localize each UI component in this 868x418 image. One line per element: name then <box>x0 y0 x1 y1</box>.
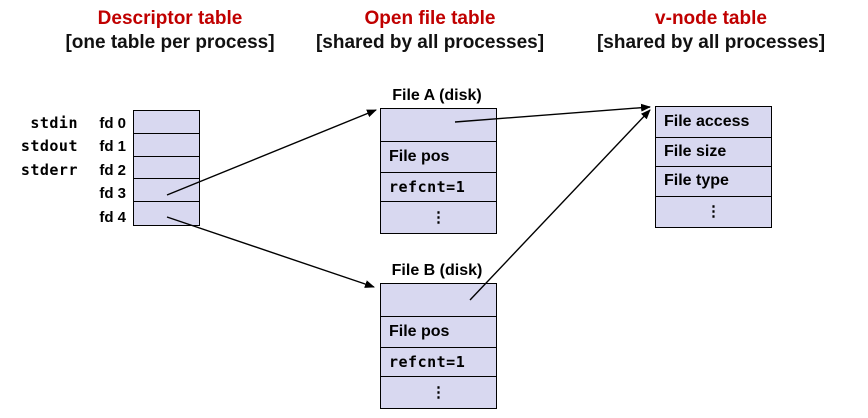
descriptor-table-title: Descriptor table <box>97 8 243 29</box>
descriptor-table-subtitle: [one table per process] <box>65 32 275 53</box>
file-a-refcnt-cell: refcnt=1 <box>381 172 496 202</box>
descriptor-cell-fd1 <box>134 133 199 157</box>
descriptor-table-header: Descriptor table [one table per process] <box>50 7 290 55</box>
descriptor-cell-fd2 <box>134 156 199 180</box>
file-b-filepos-cell: File pos <box>381 317 496 348</box>
fd1-label: fd 1 <box>99 138 126 155</box>
file-a-table: File pos refcnt=1 ⋮ <box>380 108 497 234</box>
vnode-table-header: v-node table [shared by all processes] <box>591 7 831 55</box>
descriptor-cell-fd3 <box>134 179 199 203</box>
open-file-table-header: Open file table [shared by all processes… <box>310 7 550 55</box>
stdout-label: stdout <box>20 137 78 155</box>
stdin-label: stdin <box>30 113 78 132</box>
file-b-title: File B (disk) <box>391 262 483 279</box>
arrow-fd4-to-file-b <box>166 216 375 288</box>
descriptor-cell-fd0 <box>134 111 199 134</box>
vnode-table: File access File size File type ⋮ <box>655 106 772 228</box>
fd3-label: fd 3 <box>99 185 126 202</box>
file-b-info-cell <box>381 284 496 317</box>
vnode-file-type-cell: File type <box>656 167 771 197</box>
vnode-table-title: v-node table <box>655 8 767 29</box>
vnode-file-size-cell: File size <box>656 137 771 167</box>
file-b-refcnt-cell: refcnt=1 <box>381 347 496 377</box>
fd2-label: fd 2 <box>99 161 126 179</box>
stderr-label: stderr <box>20 160 78 179</box>
vnode-file-access-cell: File access <box>656 107 771 138</box>
open-file-table-title: Open file table <box>364 8 496 29</box>
descriptor-cell-fd4 <box>134 202 199 225</box>
fd0-label: fd 0 <box>99 114 126 132</box>
descriptor-table <box>133 110 200 226</box>
file-b-ellipsis: ⋮ <box>381 376 496 408</box>
file-a-info-cell <box>381 109 496 142</box>
file-a-filepos-cell: File pos <box>381 142 496 173</box>
file-a-title: File A (disk) <box>392 87 482 104</box>
vnode-table-subtitle: [shared by all processes] <box>596 32 826 53</box>
file-a-ellipsis: ⋮ <box>381 201 496 233</box>
file-b-table: File pos refcnt=1 ⋮ <box>380 283 497 409</box>
fd4-label: fd 4 <box>99 208 126 226</box>
vnode-ellipsis: ⋮ <box>656 196 771 227</box>
open-file-table-subtitle: [shared by all processes] <box>315 32 545 53</box>
